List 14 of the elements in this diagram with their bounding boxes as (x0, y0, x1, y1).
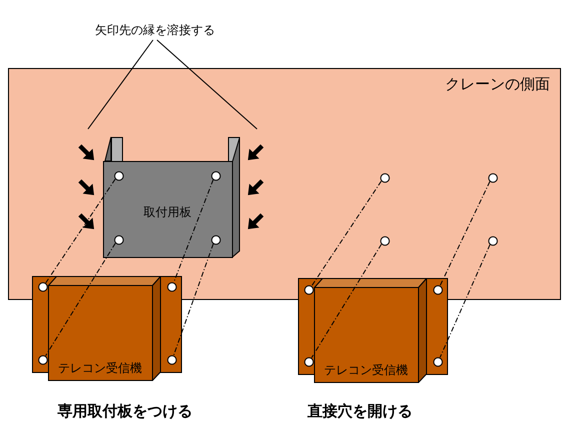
alignment-line (440, 181, 490, 286)
leader-line (156, 40, 258, 130)
receiver-label: テレコン受信機 (57, 360, 143, 377)
receiver-label: テレコン受信機 (323, 362, 409, 379)
crane-side-panel (8, 68, 561, 300)
plate-label: 取付用板 (142, 204, 192, 221)
alignment-line (311, 244, 382, 358)
annotation-text: 矢印先の縁を溶接する (75, 20, 235, 40)
panel-title: クレーンの側面 (445, 75, 550, 94)
caption: 専用取付板をつける (56, 402, 194, 421)
caption: 直接穴を開ける (306, 402, 414, 421)
alignment-line (173, 179, 214, 283)
alignment-line (45, 242, 116, 356)
leader-line (88, 40, 154, 130)
